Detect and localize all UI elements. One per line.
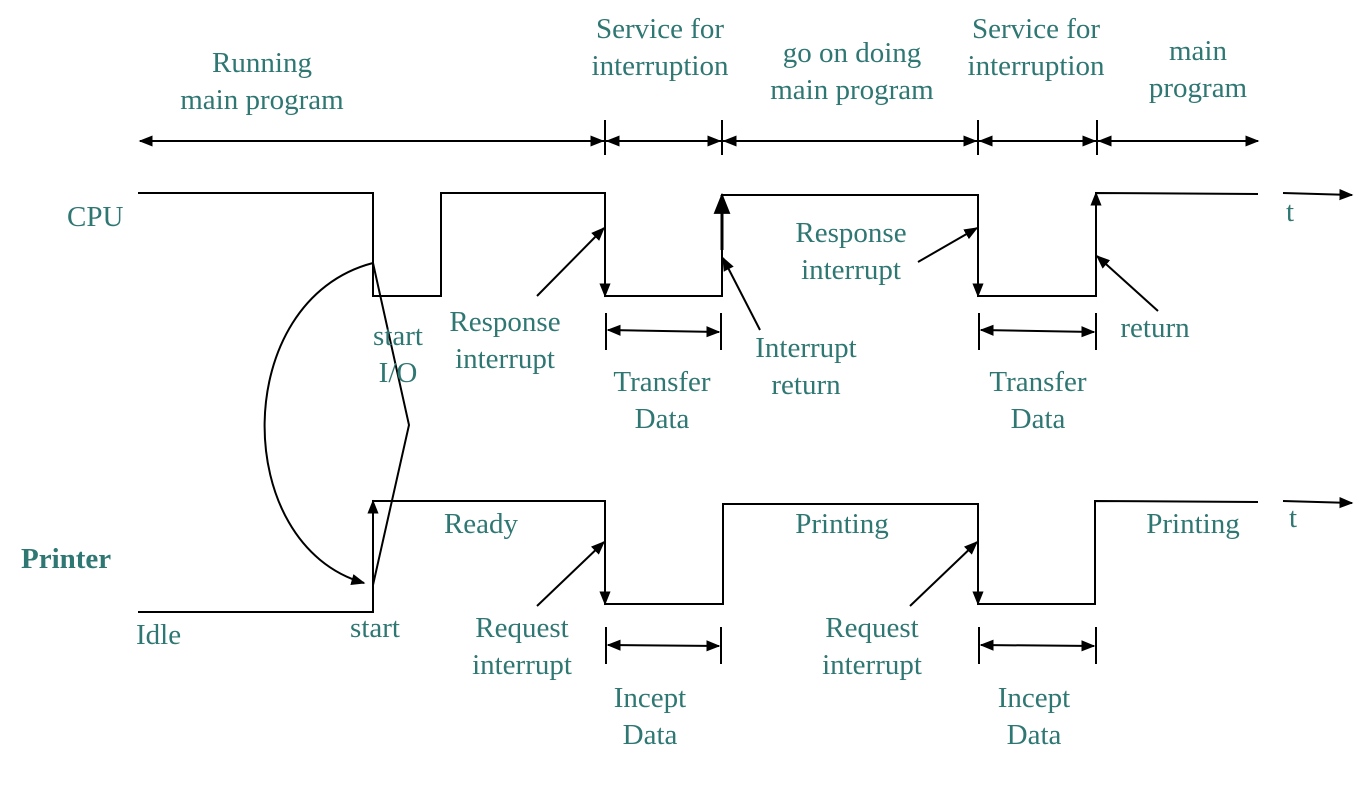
incept-data-span — [606, 639, 721, 652]
phase-service2-line2: interruption — [967, 50, 1105, 82]
phase-main-program-label: main program — [1128, 33, 1268, 107]
printer-time-arrow — [1282, 497, 1354, 509]
phase-service1-line1: Service for — [595, 13, 725, 45]
printing-label-1: Printing — [795, 508, 889, 540]
incept-data-2-line2: Data — [1006, 719, 1062, 751]
request-interrupt-label-2: Request interrupt — [797, 610, 947, 684]
response-interrupt-label-1: Response interrupt — [430, 304, 580, 378]
incept-data-label-2: Incept Data — [974, 680, 1094, 754]
ready-label: Ready — [443, 508, 519, 540]
transfer-data-span — [606, 324, 721, 338]
request-interrupt-pointer — [909, 541, 979, 607]
response-interrupt-label-2: Response interrupt — [776, 215, 926, 289]
interrupt-return-line1: Interrupt — [755, 332, 857, 364]
cpu-signal-label: CPU — [67, 201, 124, 233]
printer-waveform — [138, 499, 1259, 613]
start-io-zigzag — [372, 262, 411, 586]
start-io-line1: start — [373, 320, 423, 352]
interrupt-return-pointer — [722, 256, 761, 331]
start-io-arc — [263, 262, 374, 585]
transfer-data-2-line1: Transfer — [989, 366, 1087, 398]
phase-service1-line2: interruption — [591, 50, 729, 82]
return-label: return — [1120, 312, 1190, 344]
incept-data-label-1: Incept Data — [590, 680, 710, 754]
request-interrupt-pointer — [536, 541, 606, 607]
cpu-time-label: t — [1286, 196, 1295, 228]
start-io-line2: I/O — [378, 357, 418, 389]
transfer-data-1-line2: Data — [634, 403, 690, 435]
interrupt-return-label: Interrupt return — [736, 330, 876, 404]
phase-main-program-line1: main — [1169, 35, 1227, 67]
incept-data-1-line1: Incept — [613, 682, 687, 714]
incept-data-1-line2: Data — [622, 719, 678, 751]
transfer-data-label-2: Transfer Data — [968, 364, 1108, 438]
transfer-data-label-1: Transfer Data — [592, 364, 732, 438]
incept-data-2-line1: Incept — [997, 682, 1071, 714]
return-pointer — [1095, 255, 1159, 312]
response-interrupt-pointer — [917, 227, 979, 263]
response-interrupt-2-line2: interrupt — [801, 254, 901, 286]
transfer-data-1-line1: Transfer — [613, 366, 711, 398]
request-interrupt-1-line1: Request — [475, 612, 569, 644]
response-interrupt-1-line2: interrupt — [455, 343, 555, 375]
phase-service1-label: Service for interruption — [570, 11, 750, 85]
transfer-data-2-line2: Data — [1010, 403, 1066, 435]
request-interrupt-label-1: Request interrupt — [447, 610, 597, 684]
printer-signal-label: Printer — [21, 543, 112, 575]
phase-service2-label: Service for interruption — [946, 11, 1126, 85]
phase-running-label: Running main program — [152, 45, 372, 119]
transfer-data-span — [979, 324, 1096, 338]
idle-label: Idle — [136, 619, 182, 651]
interrupt-return-line2: return — [771, 369, 841, 401]
response-interrupt-1-line1: Response — [449, 306, 561, 338]
response-interrupt-pointer — [536, 227, 605, 297]
request-interrupt-1-line2: interrupt — [472, 649, 572, 681]
incept-data-span — [979, 639, 1096, 652]
cpu-waveform — [138, 191, 1259, 297]
start-io-label: start I/O — [358, 318, 438, 392]
phase-go-on-label: go on doing main program — [752, 35, 952, 109]
request-interrupt-2-line2: interrupt — [822, 649, 922, 681]
phase-service2-line1: Service for — [971, 13, 1101, 45]
response-interrupt-2-line1: Response — [795, 217, 907, 249]
phase-go-on-line1: go on doing — [782, 37, 922, 69]
request-interrupt-2-line1: Request — [825, 612, 919, 644]
phase-running-line2: main program — [180, 84, 344, 116]
phase-main-program-line2: program — [1148, 72, 1248, 104]
phase-go-on-line2: main program — [770, 74, 934, 106]
printer-time-label: t — [1289, 502, 1298, 534]
start-label: start — [350, 612, 400, 644]
printing-label-2: Printing — [1146, 508, 1240, 540]
phase-running-line1: Running — [212, 47, 312, 79]
cpu-time-arrow — [1282, 189, 1354, 201]
